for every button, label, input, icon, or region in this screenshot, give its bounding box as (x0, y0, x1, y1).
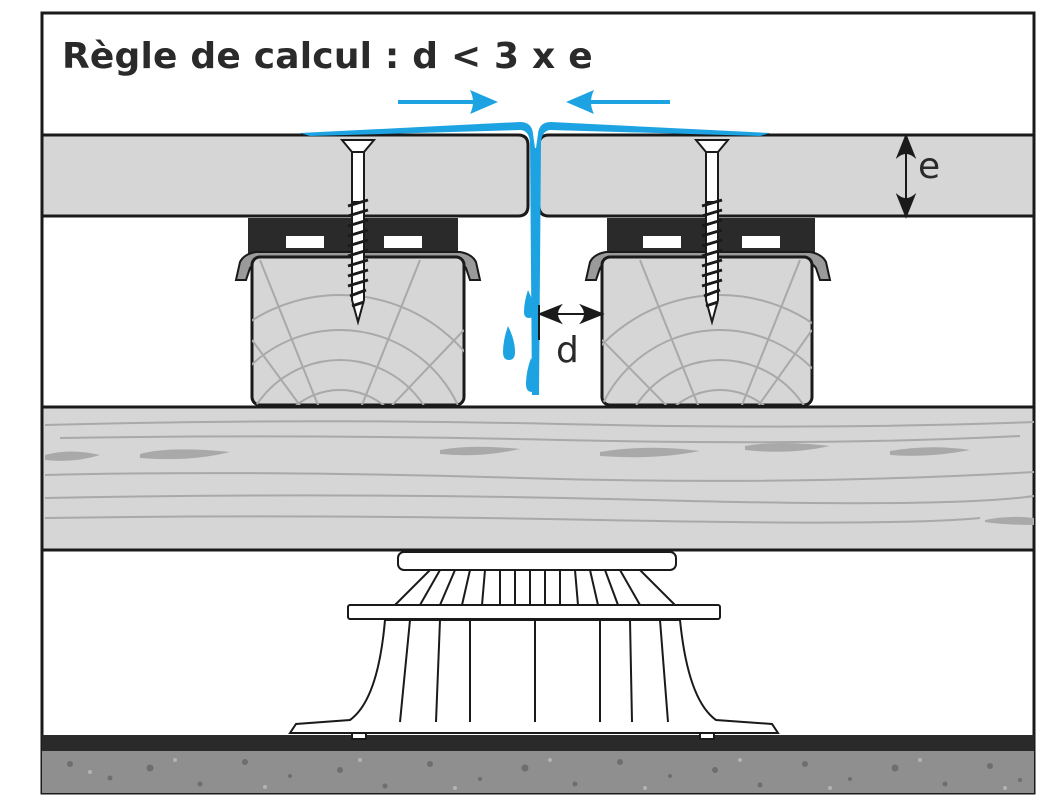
dimension-d-arrow (537, 303, 605, 340)
gap-label: d (556, 330, 579, 371)
screw-right (693, 139, 731, 326)
adjustable-pedestal (288, 551, 780, 740)
deck-board-left (40, 133, 530, 218)
ground-slab (42, 735, 1034, 793)
arrow-right-inflow (566, 90, 670, 114)
water-flow (300, 122, 770, 395)
screw-left (339, 139, 377, 326)
dimension-e-arrow (895, 133, 917, 219)
arrow-left-inflow (398, 90, 498, 114)
page-title: Règle de calcul : d < 3 x e (62, 36, 593, 77)
wood-beam (40, 405, 1036, 552)
thickness-label: e (918, 146, 941, 187)
deck-board-right (537, 133, 1036, 218)
